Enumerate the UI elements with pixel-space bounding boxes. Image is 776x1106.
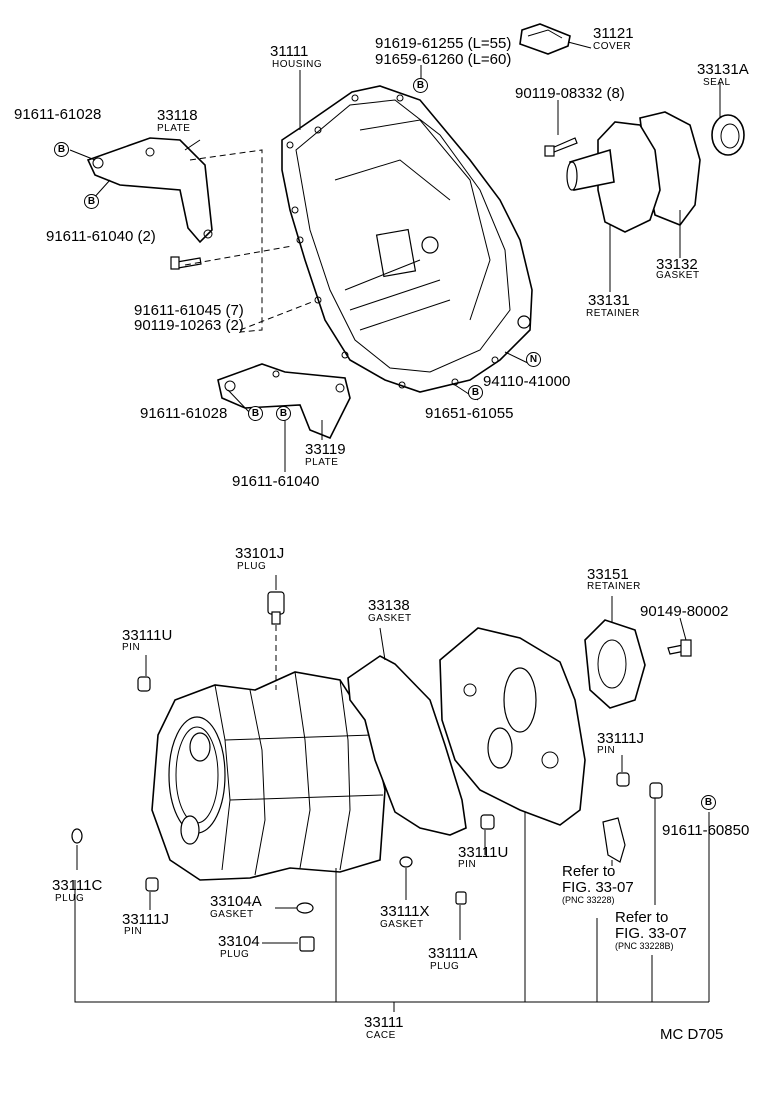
- part-33104A-name: GASKET: [210, 909, 254, 920]
- bolt-b2: 91659-61260 (L=60): [375, 51, 512, 68]
- marker-b-icon: B: [468, 385, 483, 400]
- part-33151-name: RETAINER: [587, 581, 641, 592]
- plate-33119-drawing: [217, 363, 351, 440]
- part-33101J-name: PLUG: [237, 561, 267, 572]
- leader-lines-bottom: [74, 575, 710, 1012]
- retainer-33151-drawing: [584, 619, 646, 709]
- part-31121-name: COVER: [593, 41, 632, 52]
- part-31121-number: 31121: [593, 25, 634, 42]
- part-31111-number: 31111: [270, 43, 309, 60]
- part-33118-name: PLATE: [157, 123, 191, 134]
- part-33111-name: CACE: [366, 1030, 396, 1041]
- part-33131-name: RETAINER: [586, 308, 640, 319]
- part-33111J-b-number: 33111J: [122, 911, 169, 928]
- part-31111-name: HOUSING: [272, 59, 323, 70]
- part-33119-number: 33119: [305, 441, 346, 458]
- part-33111U-a-name: PIN: [122, 642, 141, 653]
- bolt-b1: 91619-61255 (L=55): [375, 35, 512, 52]
- part-33101J-number: 33101J: [235, 545, 285, 562]
- case-drawing: [151, 671, 386, 881]
- part-33132-name: GASKET: [656, 270, 700, 281]
- retainer-drawing: [566, 111, 701, 233]
- part-33111A-name: PLUG: [430, 961, 460, 972]
- part-33119-name: PLATE: [305, 457, 339, 468]
- part-33131-number: 33131: [588, 292, 630, 309]
- ref-2-line1: Refer to: [615, 909, 669, 926]
- small-parts-bottom: [71, 591, 663, 952]
- bolt-b8: 94110-41000: [483, 373, 571, 390]
- part-33111J-a-name: PIN: [597, 745, 616, 756]
- bolt-b13: 91611-60850: [662, 822, 750, 839]
- housing-drawing: [281, 85, 533, 393]
- cover-drawing: [519, 23, 571, 55]
- part-33111U-a-number: 33111U: [122, 627, 173, 644]
- part-33111-number: 33111: [364, 1014, 404, 1031]
- part-33111U-b-number: 33111U: [458, 844, 509, 861]
- marker-b-icon: B: [248, 406, 263, 421]
- bolt-b3: 91611-61028: [14, 106, 102, 123]
- part-33132-number: 33132: [656, 256, 698, 273]
- part-33111C-name: PLUG: [55, 893, 85, 904]
- plate-33118-drawing: [86, 137, 213, 244]
- part-33138-name: GASKET: [368, 613, 412, 624]
- ref-2-line2: FIG. 33-07: [615, 925, 687, 942]
- part-33111U-b-name: PIN: [458, 859, 477, 870]
- part-33151-number: 33151: [587, 566, 629, 583]
- part-33104-name: PLUG: [220, 949, 250, 960]
- bolts-top: [170, 137, 692, 657]
- marker-n-icon: N: [526, 352, 541, 367]
- ref-1-pnc: (PNC 33228): [562, 895, 615, 905]
- footer-code: MC D705: [660, 1026, 724, 1043]
- part-33104-number: 33104: [218, 933, 260, 950]
- bolt-b6: 91611-61045 (7): [134, 302, 244, 319]
- part-33111J-a-number: 33111J: [597, 730, 644, 747]
- part-33118-number: 33118: [157, 107, 198, 124]
- part-33111J-b-name: PIN: [124, 926, 143, 937]
- part-33131A-name: SEAL: [703, 77, 731, 88]
- ref-1-line2: FIG. 33-07: [562, 879, 634, 896]
- part-33131A-number: 33131A: [697, 61, 749, 78]
- part-33138-number: 33138: [368, 597, 410, 614]
- bolt-b5: 91611-61040 (2): [46, 228, 156, 245]
- bolt-b4: 90119-08332 (8): [515, 85, 625, 102]
- bolt-b10: 91651-61055: [425, 405, 514, 422]
- seal-drawing: [711, 114, 745, 156]
- part-33104A-number: 33104A: [210, 893, 262, 910]
- gasket-33138-drawing: [347, 655, 467, 836]
- part-33111X-name: GASKET: [380, 919, 424, 930]
- part-33111X-number: 33111X: [380, 903, 430, 920]
- bolt-b7: 90119-10263 (2): [134, 317, 244, 334]
- marker-b-icon: B: [84, 194, 99, 209]
- marker-b-icon: B: [276, 406, 291, 421]
- bolt-b12: 90149-80002: [640, 603, 729, 620]
- part-33111A-number: 33111A: [428, 945, 478, 962]
- marker-b-icon: B: [54, 142, 69, 157]
- ref-2-pnc: (PNC 33228B): [615, 941, 674, 951]
- front-case-drawing: [439, 627, 586, 826]
- bolt-b9: 91611-61028: [140, 405, 228, 422]
- part-33111C-number: 33111C: [52, 877, 103, 894]
- marker-b-icon: B: [701, 795, 716, 810]
- ref-1-line1: Refer to: [562, 863, 616, 880]
- marker-b-icon: B: [413, 78, 428, 93]
- bolt-b11: 91611-61040: [232, 473, 320, 490]
